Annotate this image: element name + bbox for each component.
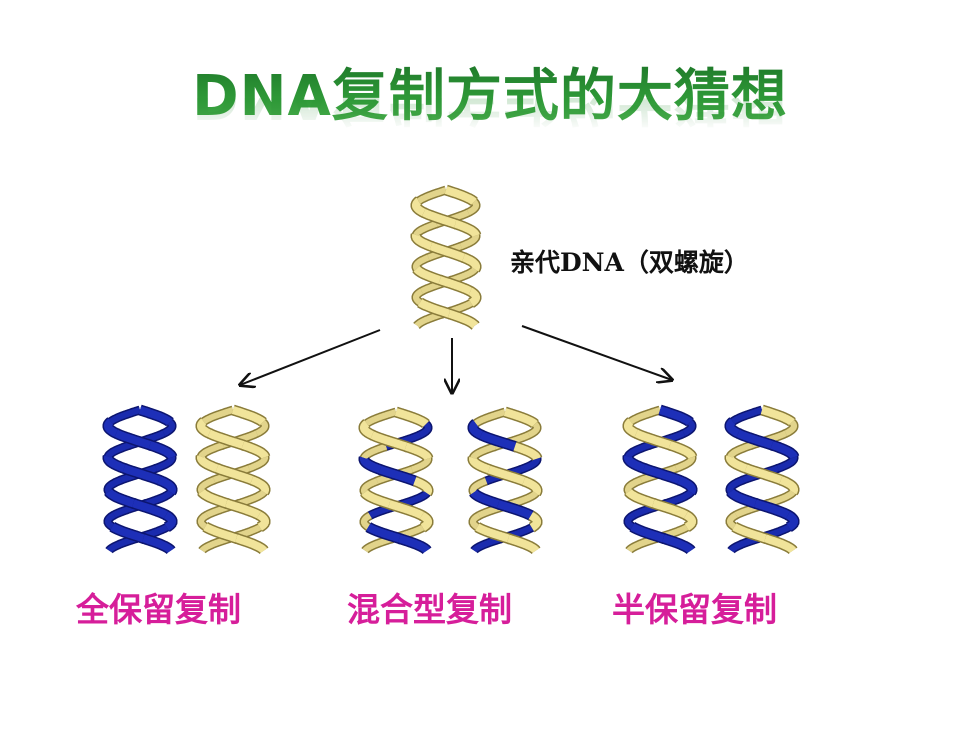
semiconservative-helix-2-icon (724, 404, 800, 554)
slide-title: DNA复制方式的大猜想 (192, 64, 788, 129)
dispersive-helix-2-icon (467, 406, 543, 554)
caption-dispersive: 混合型复制 (347, 590, 512, 629)
arrow-right (521, 325, 672, 380)
conservative-new-helix-icon (102, 404, 178, 554)
dispersive-helix-1-icon (358, 406, 434, 554)
arrow-left (240, 329, 381, 385)
conservative-old-helix-icon (195, 404, 271, 554)
caption-semiconservative: 半保留复制 (612, 590, 777, 629)
semiconservative-helix-1-icon (622, 404, 698, 554)
caption-conservative: 全保留复制 (76, 590, 241, 629)
parent-dna-label: 亲代DNA（双螺旋） (510, 248, 749, 277)
parent-dna-helix-icon (410, 184, 482, 330)
